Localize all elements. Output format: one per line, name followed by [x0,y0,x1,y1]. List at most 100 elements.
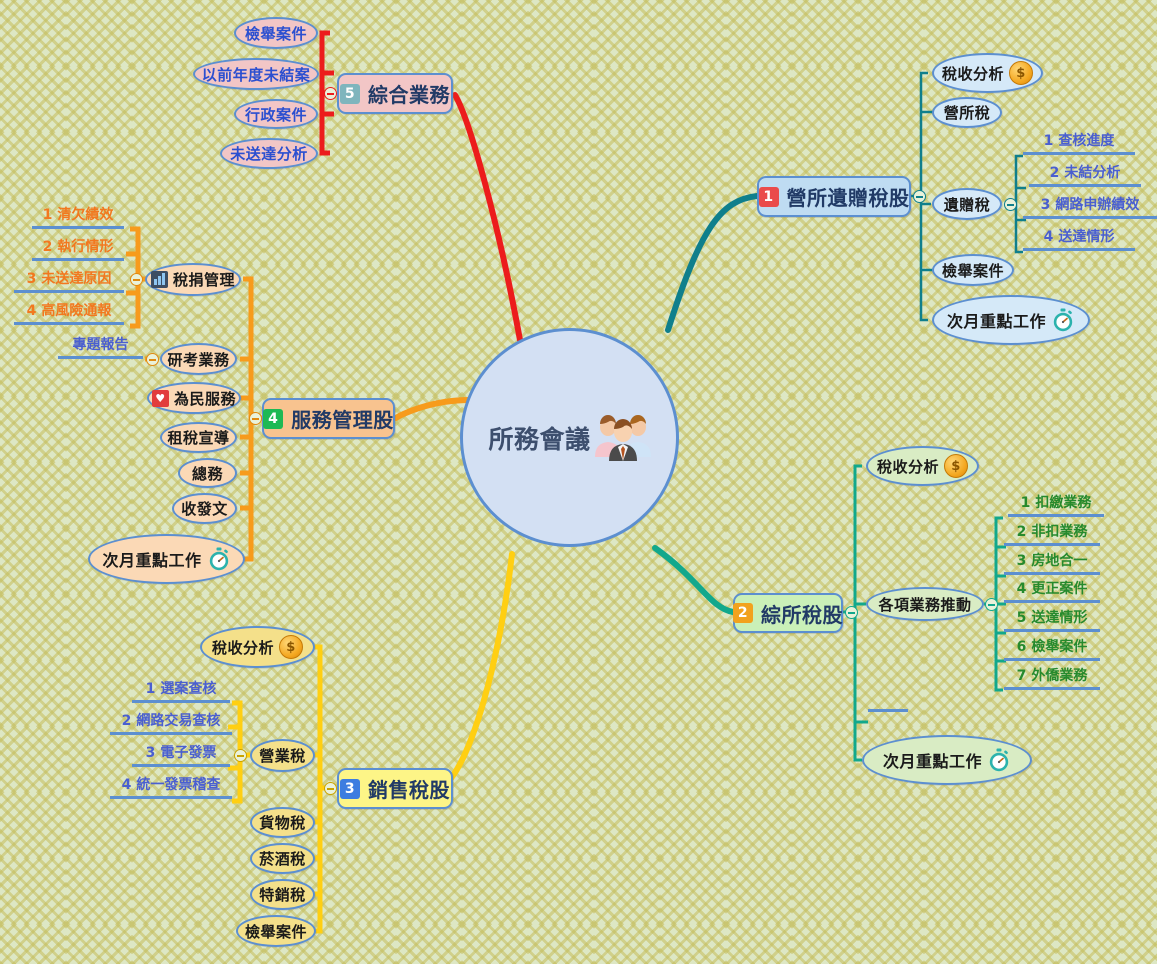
node-tax-promotion-b4[interactable]: 租稅宣導 [160,422,237,453]
leaf-number: 4 [26,303,37,319]
leaf-text: 更正案件 [1031,581,1088,597]
node-tax-analysis-b3[interactable]: 稅收分析 $ [200,626,315,668]
collapse-toggle-branch-1[interactable] [913,190,926,203]
leaf-text: 扣繳業務 [1035,495,1092,511]
node-tobacco-alcohol-tax-b3[interactable]: 菸酒稅 [250,843,315,874]
node-next-month-focus-b1[interactable]: 次月重點工作 [932,295,1090,345]
chart-icon [150,271,168,288]
collapse-toggle-branch-5[interactable] [324,87,337,100]
leaf-number: 4 [1016,581,1027,597]
node-label: 稅收分析 [876,457,939,476]
node-undelivered-analysis-b5[interactable]: 未送達分析 [220,138,318,169]
node-next-month-focus-b4[interactable]: 次月重點工作 [88,534,245,584]
node-estate-gift-tax-b1[interactable]: 遺贈稅 [932,188,1002,220]
leaf-text: 專題報告 [72,337,129,353]
collapse-toggle-branch-3[interactable] [324,782,337,795]
branch-node-4[interactable]: 4 服務管理股 [262,398,395,439]
collapse-toggle-business-tax[interactable] [234,749,247,762]
branch-label-5: 綜合業務 [368,83,450,107]
node-label: 總務 [191,464,223,483]
node-tax-analysis-b1[interactable]: 稅收分析 $ [932,53,1043,93]
node-label: 特銷稅 [259,886,306,904]
node-commodity-tax-b3[interactable]: 貨物稅 [250,807,315,838]
node-prior-year-unsettled-b5[interactable]: 以前年度未結案 [193,58,319,90]
node-label: 檢舉案件 [244,24,307,43]
node-report-case-b5[interactable]: 檢舉案件 [234,17,318,49]
leaf-number: 3 [1016,553,1027,569]
node-business-tax-b3[interactable]: 營業稅 [250,739,315,772]
coin-icon: $ [279,635,303,659]
node-label: 稅捐管理 [172,271,235,289]
collapse-toggle-branch-4[interactable] [249,412,262,425]
node-special-sales-tax-b3[interactable]: 特銷稅 [250,879,315,910]
branch-node-1[interactable]: 1 營所遺贈稅股 [757,176,911,217]
branch-node-2[interactable]: 2 綜所稅股 [733,593,843,633]
branch-node-5[interactable]: 5 綜合業務 [337,73,453,114]
leaf-text: 高風險通報 [41,303,112,319]
leaf-number: 4 [121,777,132,793]
node-research-evaluation-b4[interactable]: 研考業務 [160,343,237,375]
node-label: 研考業務 [167,350,230,369]
branch-badge-1: 1 [758,186,779,207]
node-label: 稅收分析 [941,64,1004,83]
node-report-case-b1[interactable]: 檢舉案件 [932,254,1014,286]
collapse-toggle-business-promotion[interactable] [985,598,998,611]
coin-icon: $ [1009,61,1033,85]
node-profit-seeking-tax-b1[interactable]: 營所稅 [932,97,1002,128]
branch-badge-2: 2 [733,603,753,623]
leaf-text: 非扣業務 [1031,524,1088,540]
node-next-month-focus-b2[interactable]: 次月重點工作 [862,735,1032,785]
node-report-case-b3[interactable]: 檢舉案件 [236,915,316,947]
leaf-b4-research-1[interactable]: 專題報告 [58,337,143,359]
node-label: 以前年度未結案 [201,65,311,84]
collapse-toggle-branch-2[interactable] [845,606,858,619]
node-business-promotion-b2[interactable]: 各項業務推動 [866,587,984,621]
node-administrative-case-b5[interactable]: 行政案件 [234,99,318,129]
leaf-number: 2 [42,239,53,255]
collapse-toggle-tax-management[interactable] [130,273,143,286]
branch-label-4: 服務管理股 [291,408,394,432]
root-node[interactable]: 所務會議 [460,328,679,547]
node-mail-handling-b4[interactable]: 收發文 [172,493,237,524]
node-label: 遺贈稅 [943,195,991,214]
node-label: 營所稅 [943,104,991,122]
branch-node-3[interactable]: 3 銷售稅股 [337,768,453,809]
leaf-b2-empty[interactable] [868,707,908,712]
node-public-service-b4[interactable]: ♥ 為民服務 [147,382,241,414]
leaf-text: 執行情形 [57,239,114,255]
node-general-affairs-b4[interactable]: 總務 [178,458,237,488]
collapse-toggle-research-evaluation[interactable] [146,353,159,366]
collapse-toggle-estate-gift-tax[interactable] [1004,198,1017,211]
leaf-number: 3 [26,271,37,287]
node-label: 貨物稅 [259,814,306,832]
node-label: 檢舉案件 [244,922,307,941]
leaf-text: 房地合一 [1031,553,1088,569]
node-label: 收發文 [181,500,228,518]
branch-badge-4: 4 [263,408,284,429]
stopwatch-icon [207,547,231,571]
leaf-text: 網路申辦績效 [1055,197,1140,213]
leaf-text: 檢舉案件 [1031,639,1088,655]
node-tax-analysis-b2[interactable]: 稅收分析 $ [866,446,979,486]
node-tax-management-b4[interactable]: 稅捐管理 [145,263,241,296]
